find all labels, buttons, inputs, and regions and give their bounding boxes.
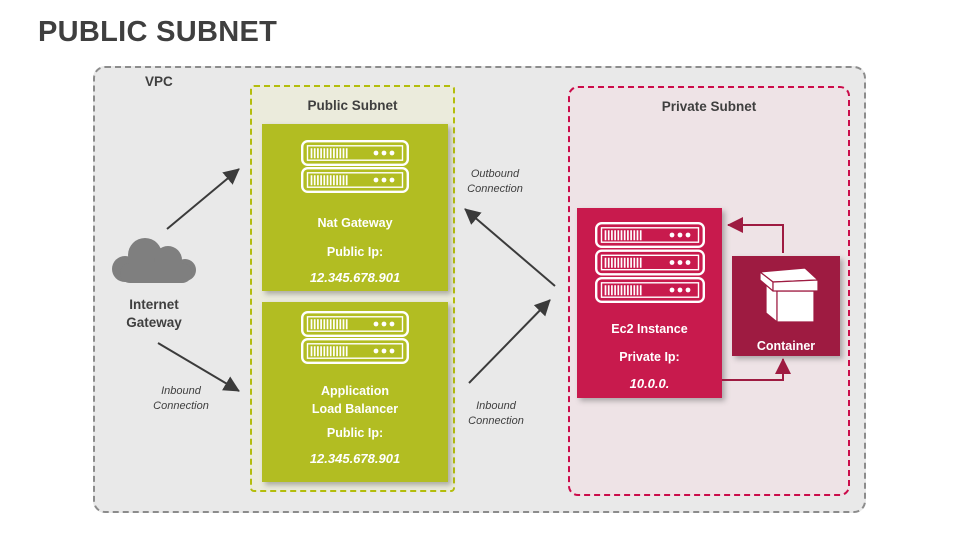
internet-gateway-label: Internet Gateway [104,296,204,332]
ec2-ip-label: Private Ip: [619,350,680,364]
load-balancer-name-line2: Load Balancer [311,402,399,416]
nat-gateway-node: Nat Gateway Public Ip: 12.345.678.901 [262,124,448,291]
server-stack-icon [301,311,409,364]
ec2-ip-value: 10.0.0. [629,376,670,391]
private-subnet-container: Private Subnet [568,86,850,496]
ec2-name: Ec2 Instance [611,322,688,336]
cloud-icon [112,238,196,283]
internet-gateway-label-line1: Internet [129,297,179,312]
load-balancer-name-line1: Application [320,384,390,398]
nat-gateway-name: Nat Gateway [317,216,393,230]
container-name: Container [756,339,816,353]
load-balancer-ip-value: 12.345.678.901 [309,451,401,466]
load-balancer-ip-label: Public Ip: [326,426,384,440]
public-subnet-container: Public Subnet [250,85,455,492]
public-subnet-label: Public Subnet [307,98,398,113]
load-balancer-node: Application Load Balancer Public Ip: 12.… [262,302,448,482]
outbound-connection-label: Outbound Connection [467,168,523,195]
container-node: Container [732,256,840,356]
server-stack-icon [594,222,705,303]
internet-gateway-node: Internet Gateway [104,231,204,332]
vpc-container: VPC Public Subnet [93,66,866,513]
internet-gateway-label-line2: Gateway [126,315,182,330]
ec2-instance-node: Ec2 Instance Private Ip: 10.0.0. [577,208,722,398]
server-stack-icon [301,140,409,193]
inbound-connection-label-middle: Inbound Connection [468,400,524,427]
page-title: PUBLIC SUBNET [38,16,278,48]
package-box-icon [759,267,819,323]
nat-gateway-ip-value: 12.345.678.901 [309,270,401,285]
nat-gateway-ip-label: Public Ip: [326,245,384,259]
load-balancer-name: Application Load Balancer [312,382,398,418]
private-subnet-label: Private Subnet [661,99,757,114]
vpc-label: VPC [145,74,173,89]
inbound-connection-label-left: Inbound Connection [153,385,209,412]
